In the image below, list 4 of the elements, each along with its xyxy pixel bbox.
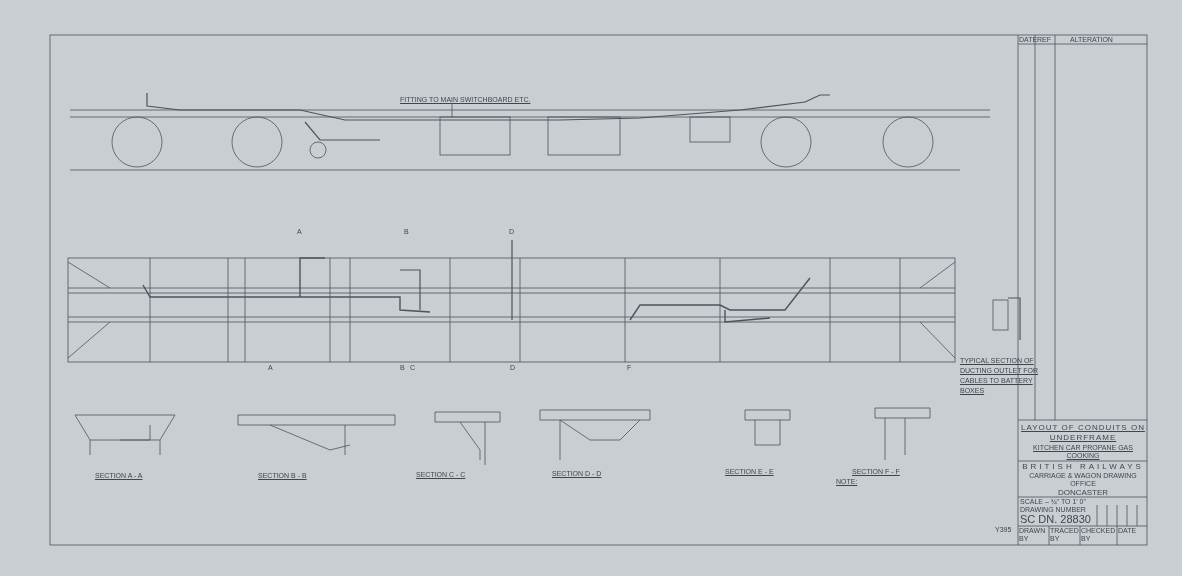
title-block-text: DONCASTER [1056,488,1110,498]
title-block-text: BRITISH RAILWAYS [1021,462,1145,472]
drawing-title: LAYOUT OF CONDUITS ON UNDERFRAME [1020,423,1146,443]
drawing-number: SC DN. 28830 [1020,513,1092,526]
